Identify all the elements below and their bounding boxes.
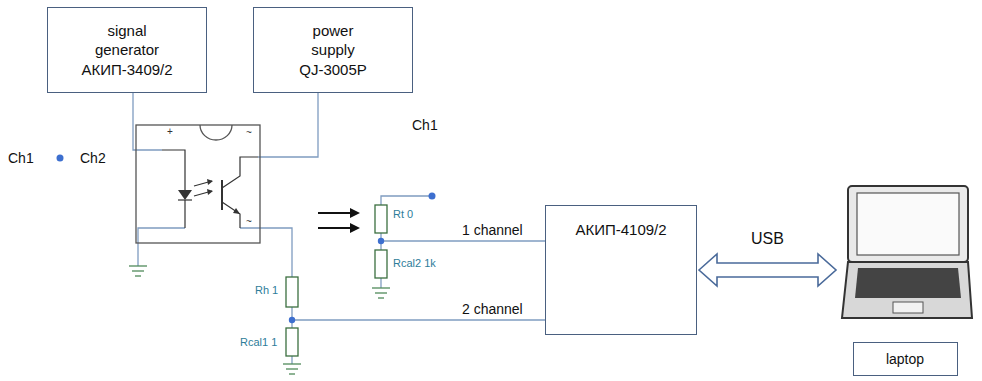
wire bbox=[138, 228, 185, 266]
instrument-box: power supplyQJ-3005P bbox=[253, 7, 413, 93]
usb-link-arrow bbox=[699, 254, 836, 286]
node-content: power supplyQJ-3005P bbox=[254, 21, 412, 80]
node-content: АКИП-4109/2 bbox=[546, 220, 696, 240]
node-title: power supply bbox=[292, 21, 374, 60]
wire bbox=[240, 228, 292, 277]
laptop-display bbox=[857, 193, 959, 255]
led-wire bbox=[162, 150, 185, 190]
pin-label: + bbox=[167, 126, 173, 138]
wire bbox=[292, 319, 545, 320]
junction-dot bbox=[289, 317, 295, 323]
channel-label: Ch1 bbox=[8, 150, 34, 167]
heat-arrow bbox=[318, 212, 352, 214]
node-model: АКИП-3409/2 bbox=[81, 60, 172, 80]
optocoupler-notch bbox=[200, 125, 232, 140]
wire bbox=[258, 93, 318, 157]
laptop-base bbox=[842, 262, 972, 318]
heat-arrowhead bbox=[350, 223, 360, 233]
node-title: signal generator bbox=[81, 21, 173, 60]
pin-label: ~ bbox=[246, 127, 252, 139]
junction-dot bbox=[378, 238, 384, 244]
oscilloscope-box: АКИП-4109/2 bbox=[545, 205, 697, 335]
channel-label: Ch2 bbox=[80, 150, 106, 167]
led-symbol bbox=[178, 190, 192, 200]
node-title: АКИП-4109/2 bbox=[575, 220, 666, 240]
node-model: QJ-3005P bbox=[299, 60, 367, 80]
light-arrowhead bbox=[207, 189, 213, 195]
wire bbox=[381, 240, 545, 241]
channel-label: 2 channel bbox=[462, 301, 523, 318]
light-arrowhead bbox=[207, 179, 213, 185]
channel-label: Ch1 bbox=[412, 117, 438, 134]
pin-label: ~ bbox=[246, 216, 252, 228]
optocoupler-body bbox=[136, 125, 260, 243]
resistor-label: Rh 1 bbox=[255, 284, 278, 297]
laptop-node: laptop bbox=[838, 183, 972, 380]
ground-symbol bbox=[286, 368, 298, 369]
terminal-dot bbox=[57, 155, 64, 162]
terminal-dot bbox=[429, 193, 436, 200]
heat-arrowhead bbox=[350, 208, 360, 218]
laptop-touchpad bbox=[893, 302, 923, 313]
ground-symbol bbox=[375, 292, 387, 293]
wire bbox=[291, 356, 292, 364]
channel-label: 1 channel bbox=[462, 222, 523, 239]
ground-symbol bbox=[132, 270, 144, 271]
instrument-box: signal generatorАКИП-3409/2 bbox=[47, 7, 207, 93]
ground-symbol bbox=[289, 373, 295, 374]
resistor-symbol bbox=[286, 328, 298, 356]
resistor-symbol bbox=[286, 277, 298, 307]
wire bbox=[133, 93, 162, 150]
node-content: laptop bbox=[838, 342, 972, 376]
edge-label: USB bbox=[749, 230, 786, 248]
node-content: signal generatorАКИП-3409/2 bbox=[48, 21, 206, 80]
resistor-symbol bbox=[375, 205, 387, 233]
heat-arrow bbox=[318, 227, 352, 229]
resistor-label: Rcal2 1k bbox=[393, 257, 436, 270]
laptop-screen bbox=[848, 186, 968, 262]
resistor-label: Rt 0 bbox=[393, 208, 413, 221]
resistor-symbol bbox=[375, 250, 387, 278]
transistor-collector bbox=[222, 157, 258, 188]
emitter-arrowhead bbox=[233, 208, 240, 214]
wire bbox=[381, 196, 432, 205]
ground-symbol bbox=[283, 363, 301, 364]
ground-symbol bbox=[372, 287, 390, 288]
wire bbox=[380, 278, 381, 288]
transistor-base bbox=[221, 180, 223, 210]
ground-symbol bbox=[135, 275, 141, 276]
laptop-keyboard bbox=[855, 268, 961, 298]
led-wire bbox=[184, 200, 185, 228]
resistor-label: Rcal1 1 bbox=[240, 336, 277, 349]
ground-symbol bbox=[129, 265, 147, 266]
ground-symbol bbox=[378, 297, 384, 298]
transistor-emitter bbox=[222, 202, 240, 228]
node-title: laptop bbox=[853, 342, 958, 376]
